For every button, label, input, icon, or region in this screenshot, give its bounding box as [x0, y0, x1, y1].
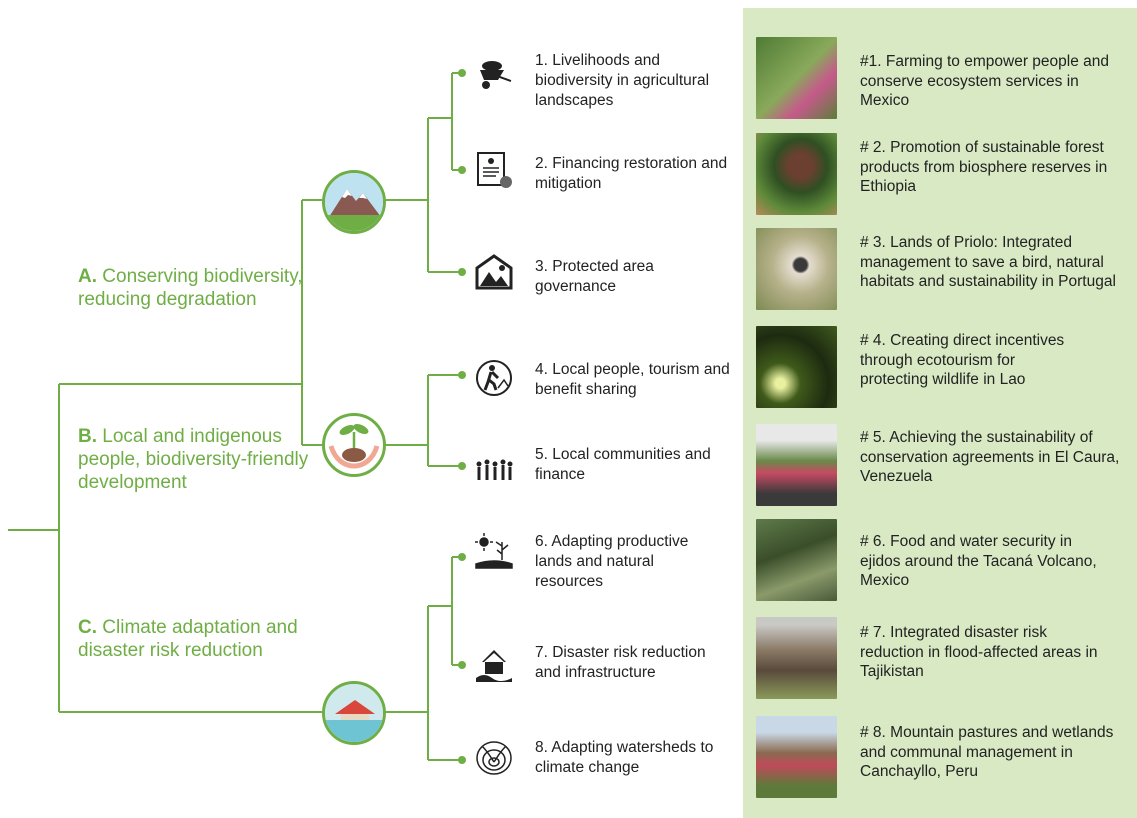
category-c-letter: C.	[78, 617, 97, 638]
flooded-house-icon	[322, 681, 386, 745]
category-b-text: Local and indigenous people, biodiversit…	[78, 426, 309, 493]
case-7-title: # 7. Integrated disaster risk reduction …	[860, 624, 1098, 680]
category-a: A. Conserving biodiversity, reducing deg…	[78, 265, 318, 311]
wheelbarrow-icon	[474, 54, 514, 94]
case-4-title: # 4. Creating direct incentives through …	[860, 332, 1065, 388]
seedling-in-hands-icon	[322, 413, 386, 477]
field-worker-photo	[756, 519, 837, 601]
category-a-letter: A.	[78, 266, 97, 287]
category-c: C. Climate adaptation and disaster risk …	[78, 616, 303, 662]
theme-8-label: 8. Adapting watersheds to climate change	[535, 739, 714, 776]
bird-photo	[756, 228, 837, 310]
mountain-icon	[322, 170, 386, 234]
theme-3-label: 3. Protected area governance	[535, 258, 654, 295]
case-3-title: # 3. Lands of Priolo: Integrated managem…	[860, 234, 1116, 290]
node-dot	[458, 69, 466, 77]
category-a-text: Conserving biodiversity, reducing degrad…	[78, 266, 303, 310]
case-6-title: # 6. Food and water security in ejidos a…	[860, 533, 1097, 589]
case-8-title: # 8. Mountain pastures and wetlands and …	[860, 724, 1114, 780]
damaged-house-icon	[474, 642, 514, 682]
trees-photo	[756, 617, 837, 699]
protected-area-icon	[474, 252, 514, 292]
woman-forest-photo	[756, 133, 837, 215]
group-photo	[756, 424, 837, 506]
node-dot	[458, 268, 466, 276]
node-dot	[458, 462, 466, 470]
node-dot	[458, 661, 466, 669]
sun-crops-icon	[474, 532, 514, 572]
theme-5-label: 5. Local communities and finance	[535, 446, 711, 483]
node-dot	[458, 166, 466, 174]
category-b: B. Local and indigenous people, biodiver…	[78, 425, 318, 494]
node-dot	[458, 371, 466, 379]
certificate-icon	[474, 150, 514, 190]
category-c-text: Climate adaptation and disaster risk red…	[78, 617, 298, 661]
case-2-title: # 2. Promotion of sustainable forest pro…	[860, 139, 1108, 195]
watershed-icon	[474, 738, 514, 778]
hiker-icon	[474, 358, 514, 398]
night-forest-photo	[756, 326, 837, 408]
theme-4-label: 4. Local people, tourism and benefit sha…	[535, 361, 730, 398]
case-1-title: #1. Farming to empower people and conser…	[860, 53, 1110, 109]
theme-2-label: 2. Financing restoration and mitigation	[535, 155, 728, 192]
theme-7-label: 7. Disaster risk reduction and infrastru…	[535, 644, 706, 681]
farmer-photo	[756, 37, 837, 119]
pasture-people-photo	[756, 716, 837, 798]
case-5-title: # 5. Achieving the sustainability of con…	[860, 429, 1120, 485]
node-dot	[458, 756, 466, 764]
community-icon	[474, 450, 514, 490]
theme-6-label: 6. Adapting productive lands and natural…	[535, 533, 689, 590]
tree-connectors	[8, 69, 466, 764]
theme-1-label: 1. Livelihoods and biodiversity in agric…	[535, 52, 710, 109]
node-dot	[458, 553, 466, 561]
category-b-letter: B.	[78, 426, 97, 447]
